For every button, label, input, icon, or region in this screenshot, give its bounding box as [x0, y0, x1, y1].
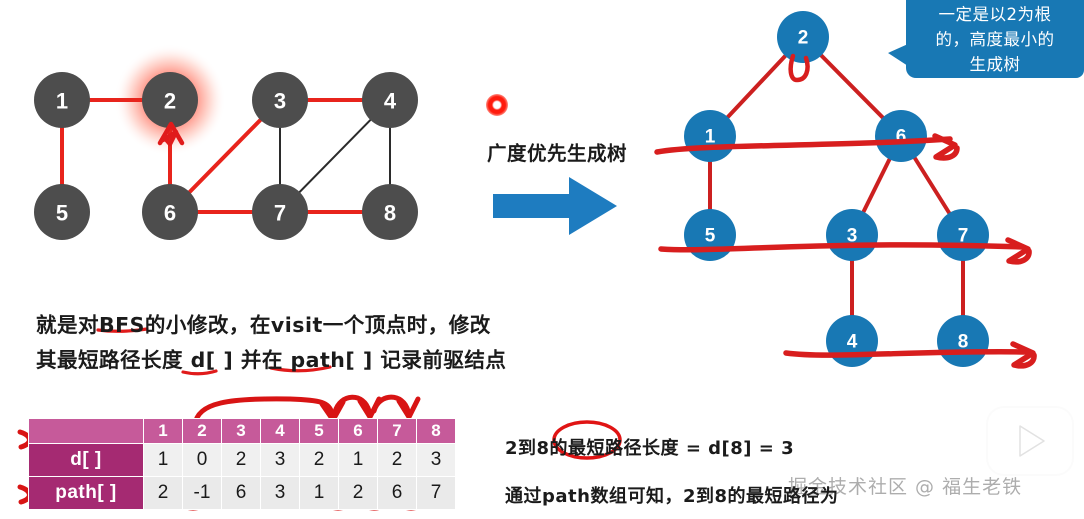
tree-edge-2-1	[708, 35, 805, 138]
tree-node-7	[937, 209, 989, 261]
tree-node-3	[826, 209, 878, 261]
tree-node-1	[684, 110, 736, 162]
node-2-label: 2	[164, 89, 176, 114]
tree-node-8	[937, 315, 989, 367]
table-col-header: 6	[338, 418, 378, 444]
red-glow-dot-icon	[486, 94, 508, 116]
transition-label: 广度优先生成树	[487, 142, 628, 165]
table-cell: 1	[143, 443, 183, 477]
left-graph-edges	[60, 98, 392, 214]
strike-level-1	[654, 136, 953, 155]
table-cell: 2	[143, 476, 183, 510]
node-2	[142, 72, 198, 128]
tree-node-4	[826, 315, 878, 367]
tree-node-3-label: 3	[847, 226, 858, 247]
arrow-col6-to-col7	[332, 394, 372, 415]
table-col-header: 5	[299, 418, 339, 444]
tree-node-6	[875, 110, 927, 162]
blue-right-arrow-icon	[493, 177, 617, 235]
tree-node-8-label: 8	[958, 332, 969, 353]
table-cell: 2	[299, 443, 339, 477]
table-cell: 1	[338, 443, 378, 477]
tree-edge-2-6	[801, 35, 903, 138]
table-cell: 2	[377, 443, 417, 477]
conclusion-line-2: 通过path数组可知，2到8的最短路径为	[505, 486, 839, 507]
table-cell: 0	[182, 443, 222, 477]
tree-node-6-label: 6	[896, 127, 907, 148]
table-cell: 2	[221, 443, 261, 477]
tree-node-5-label: 5	[705, 226, 716, 247]
table-col-header: 3	[221, 418, 261, 444]
handdrawn-arrow-to-node-2	[157, 121, 185, 147]
table-cell: 3	[260, 476, 300, 510]
table-cell: 7	[416, 476, 456, 510]
table-cell: 2	[338, 476, 378, 510]
callout-line-3: 生成树	[969, 55, 1021, 74]
strike-level-2	[658, 242, 1026, 253]
node-5	[34, 184, 90, 240]
watermark-text: 掘金技术社区 @ 福生老铁	[788, 476, 1023, 498]
tree-node-2-label: 2	[798, 28, 809, 49]
callout-tail	[888, 44, 908, 66]
table-row-label-path: path[ ]	[28, 476, 144, 510]
node-6-label: 6	[164, 201, 176, 226]
table-row-label-d: d[ ]	[28, 443, 144, 477]
table-cell: 6	[377, 476, 417, 510]
edge-4-7	[279, 99, 391, 213]
table-cell: 1	[299, 476, 339, 510]
tree-node-1-label: 1	[705, 127, 716, 148]
callout-line-1: 一定是以2为根	[938, 5, 1052, 24]
description-line-2: 其最短路径长度 d[ ] 并在 path[ ] 记录前驱结点	[36, 348, 507, 372]
tree-node-7-label: 7	[958, 226, 969, 247]
left-graph-nodes: 1 2 3 4 5 6 7 8	[34, 72, 418, 240]
arrow-col7-to-col8	[371, 394, 411, 414]
table-corner-cell	[28, 418, 144, 444]
table-col-header: 1	[143, 418, 183, 444]
callout-bubble: 一定是以2为根 的，高度最小的 生成树	[906, 0, 1084, 78]
tree-node-5	[684, 209, 736, 261]
tree-node-2	[777, 11, 829, 63]
node-7	[252, 184, 308, 240]
table-row: d[ ] 1 0 2 3 2 1 2 3	[28, 443, 456, 477]
table-header-row: 1 2 3 4 5 6 7 8	[28, 418, 456, 444]
node-3-label: 3	[274, 89, 286, 114]
conclusion-line-1: 2到8的最短路径长度 = d[8] = 3	[505, 438, 795, 459]
description-line-1: 就是对BFS的小修改，在visit一个顶点时，修改	[36, 313, 491, 337]
table-cell: 6	[221, 476, 261, 510]
node-8-label: 8	[384, 201, 396, 226]
table-col-header: 8	[416, 418, 456, 444]
table-row: path[ ] 2 -1 6 3 1 2 6 7	[28, 476, 456, 510]
table-cell: -1	[182, 476, 222, 510]
node-1-label: 1	[56, 89, 68, 114]
tree-edge-6-3	[850, 134, 903, 237]
table-cell: 3	[416, 443, 456, 477]
node-7-label: 7	[274, 201, 286, 226]
play-button-icon	[988, 408, 1072, 474]
node-3	[252, 72, 308, 128]
callout-line-2: 的，高度最小的	[935, 30, 1055, 49]
node-4	[362, 72, 418, 128]
right-graph-edges	[708, 35, 965, 343]
edge-6-3	[168, 98, 282, 214]
level-strike-annotations	[654, 133, 1037, 369]
strike-level-3	[783, 348, 1031, 358]
tree-node-4-label: 4	[847, 332, 858, 353]
node-4-label: 4	[384, 89, 397, 114]
d-path-table: 1 2 3 4 5 6 7 8 d[ ] 1 0 2 3 2 1 2 3 pat…	[28, 418, 456, 510]
table-col-header: 2	[182, 418, 222, 444]
node-2-glow	[114, 44, 226, 156]
tree-edge-6-7	[899, 134, 965, 237]
node-1	[34, 72, 90, 128]
table-col-header: 4	[260, 418, 300, 444]
description-block: 就是对BFS的小修改，在visit一个顶点时，修改 其最短路径长度 d[ ] 并…	[36, 308, 506, 378]
table-col-header: 7	[377, 418, 417, 444]
node-8	[362, 184, 418, 240]
table-cell: 3	[260, 443, 300, 477]
node-6	[142, 184, 198, 240]
handdrawn-loop-node-2	[788, 53, 810, 83]
node-5-label: 5	[56, 201, 68, 226]
